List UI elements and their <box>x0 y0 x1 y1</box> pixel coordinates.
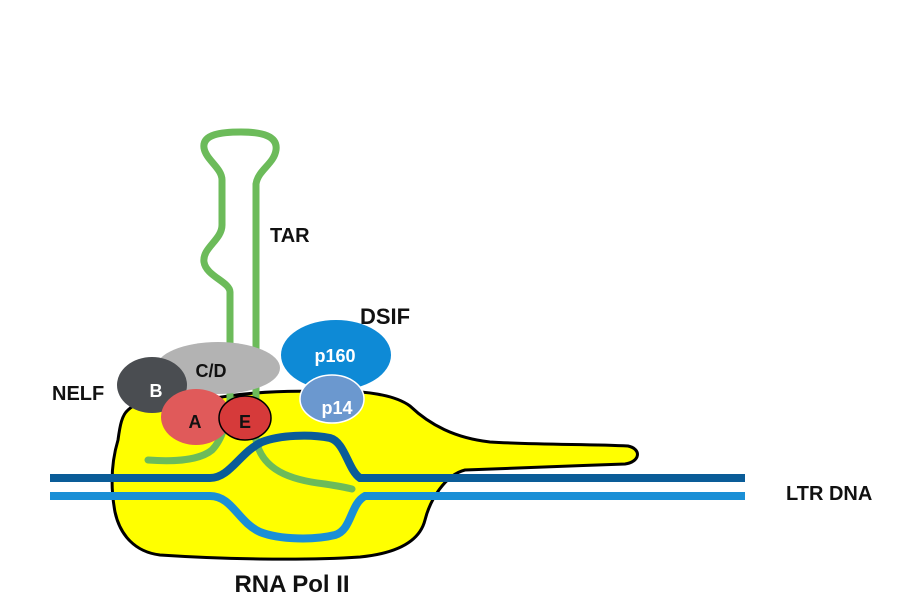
nelf-label: NELF <box>52 383 104 405</box>
ltr-dna-label: LTR DNA <box>786 483 872 505</box>
dsif-p160-subunit <box>281 320 391 390</box>
dsif-p14-subunit <box>299 374 365 424</box>
rna-pol-ii-label: RNA Pol II <box>234 571 349 593</box>
nelf-cd-subunit <box>156 342 280 394</box>
nelf-cd-label: C/D <box>196 361 227 381</box>
dsif-p14-label: p14 <box>321 398 352 418</box>
dna-bottom-strand <box>50 492 745 543</box>
nelf-b-label: B <box>150 381 163 401</box>
rna-strand-right <box>252 436 356 493</box>
dsif-label: DSIF <box>360 304 410 329</box>
dsif-p160-label: p160 <box>314 346 355 366</box>
rna-strand-left <box>144 128 280 465</box>
nelf-a-subunit <box>161 389 231 445</box>
dna-top-strand <box>50 431 745 482</box>
nelf-a-label: A <box>189 412 202 432</box>
nelf-e-label: E <box>239 412 251 432</box>
tar-label: TAR <box>270 225 310 247</box>
nelf-e-subunit <box>218 395 272 441</box>
